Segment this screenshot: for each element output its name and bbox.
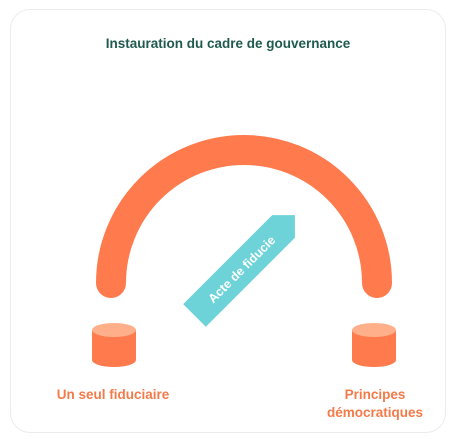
democratic-principles-line1: Principes — [344, 387, 406, 402]
left-cylinder-icon — [92, 323, 136, 367]
trust-deed-arrow: Acte de fiducie — [183, 215, 295, 327]
democratic-principles-label: Principes démocratiques — [300, 386, 450, 422]
governance-arc — [96, 135, 392, 298]
democratic-principles-line2: démocratiques — [326, 405, 424, 420]
right-cylinder-icon — [352, 323, 396, 367]
diagram-title: Instauration du cadre de gouvernance — [105, 36, 351, 51]
single-trustee-label: Un seul fiduciaire — [56, 387, 170, 402]
arrow-label: Acte de fiducie — [205, 233, 278, 306]
